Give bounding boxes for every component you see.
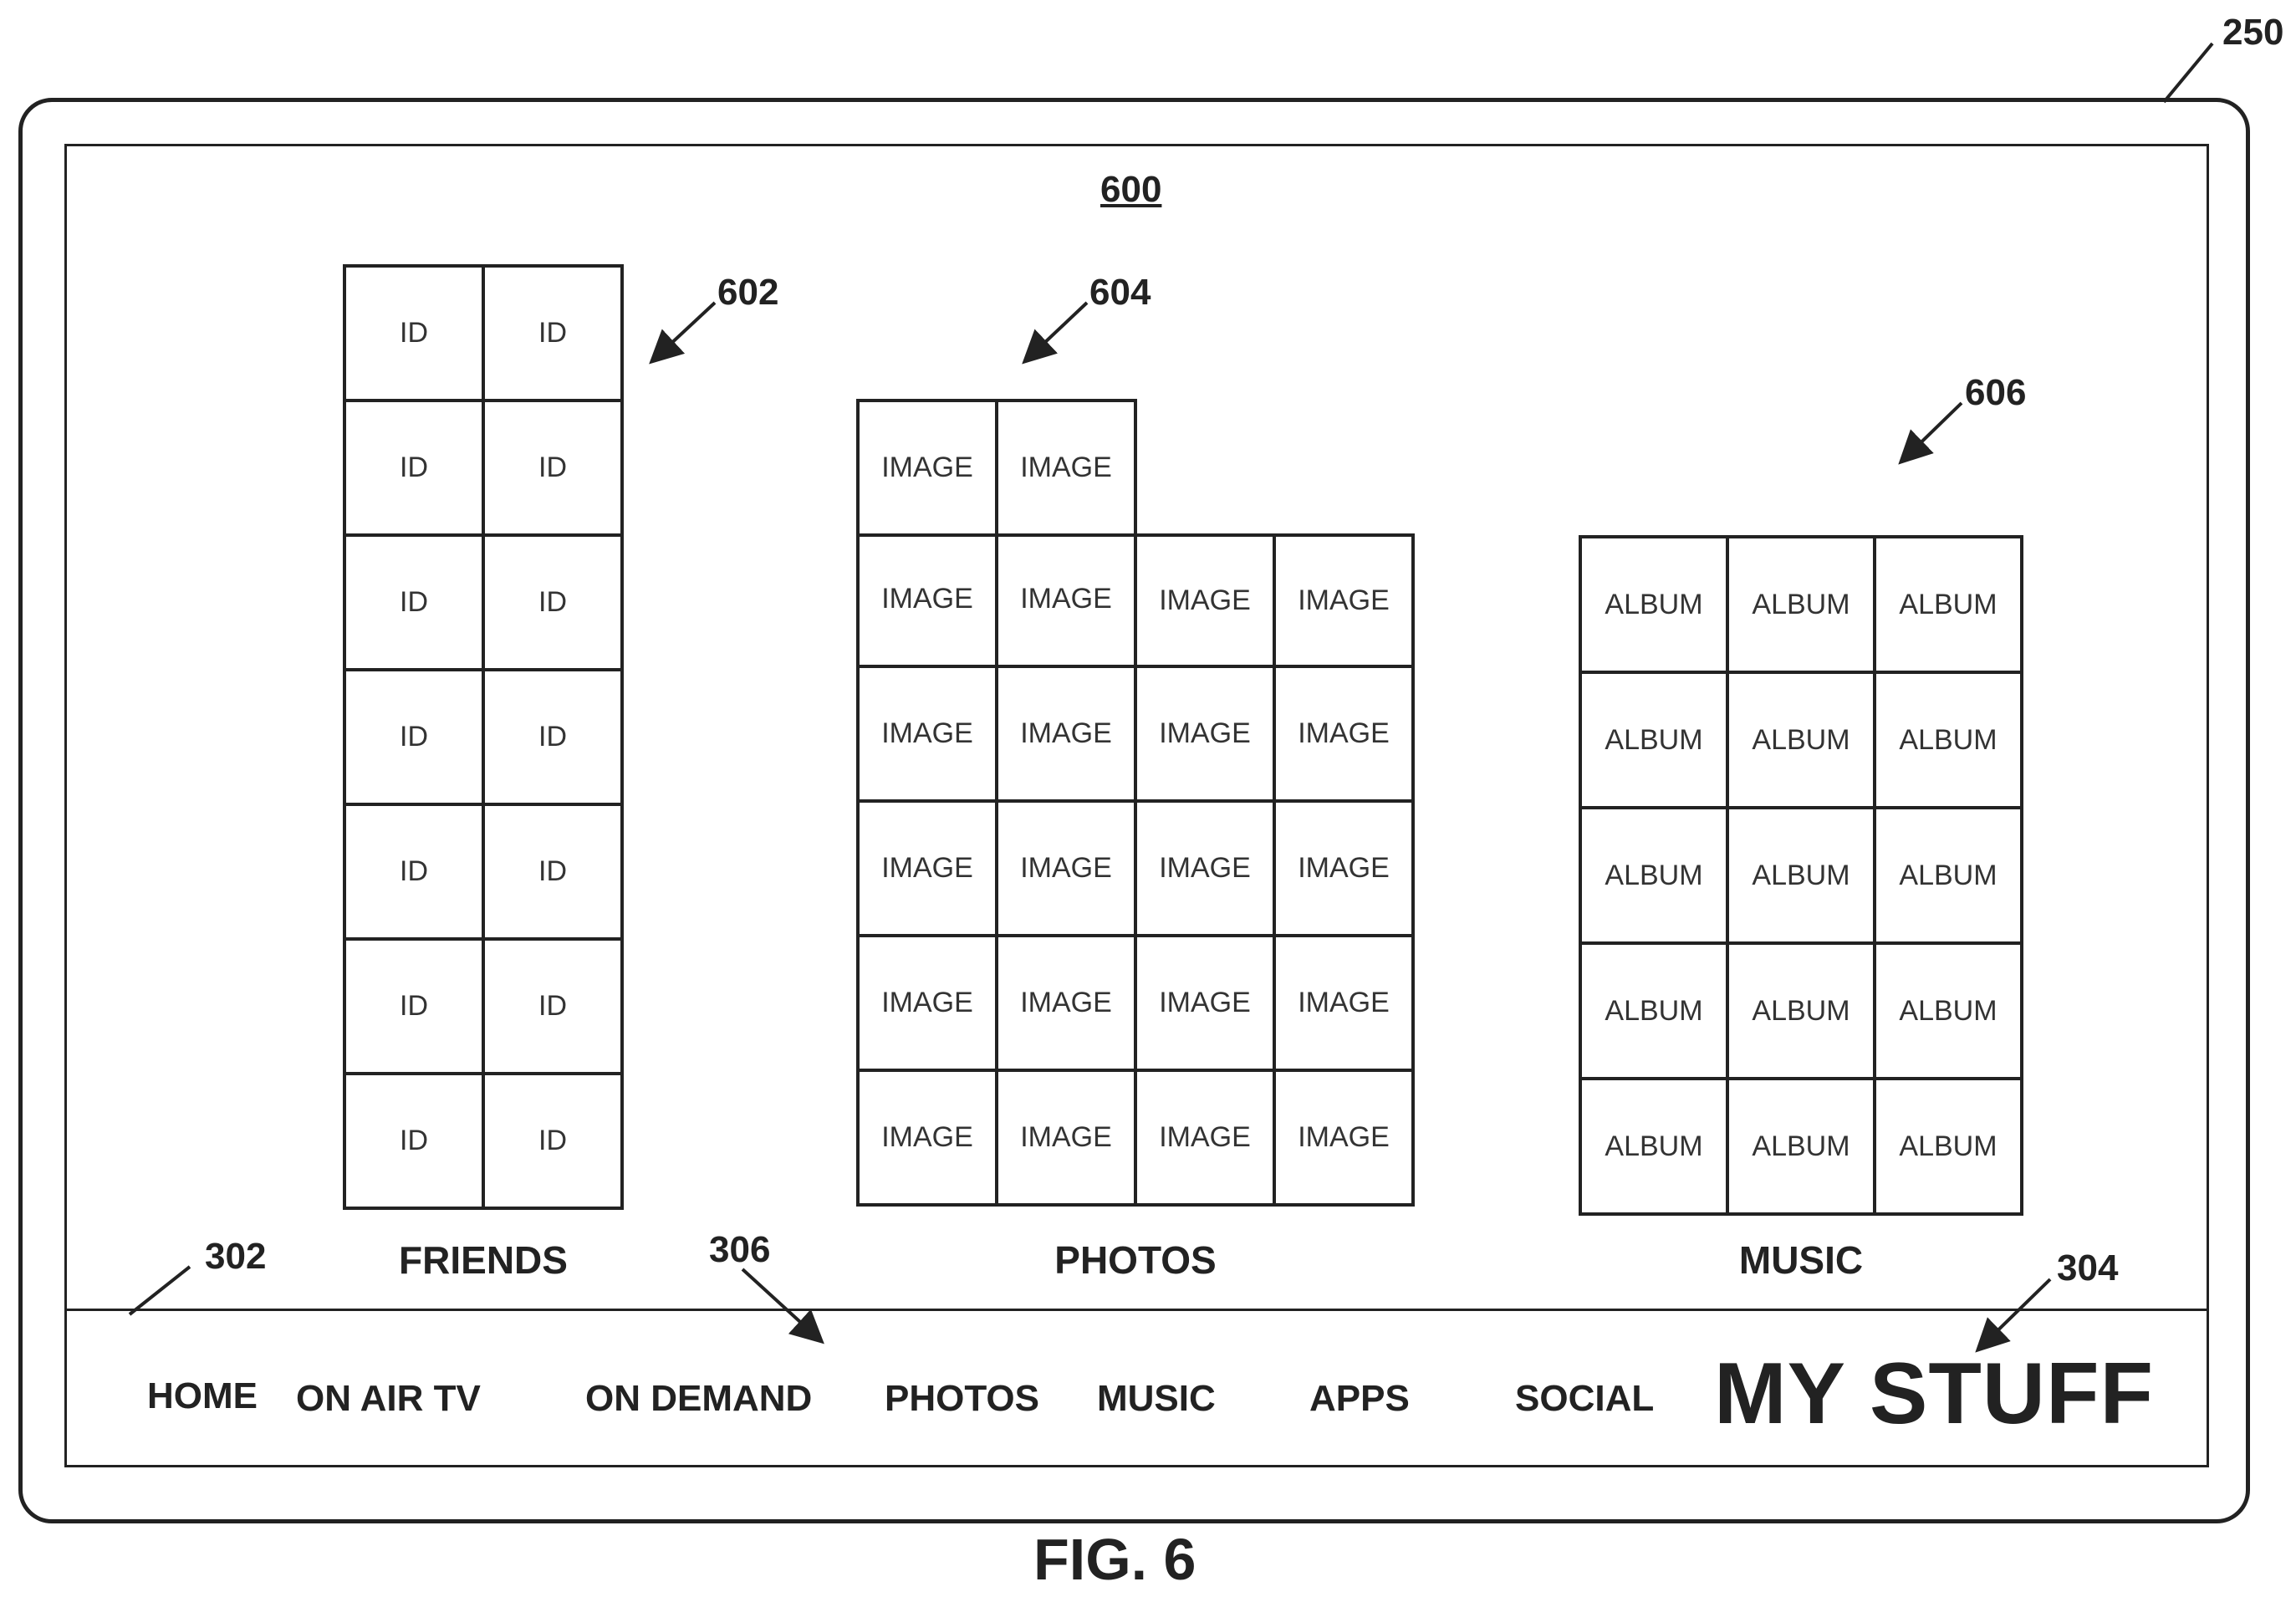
photo-tile[interactable]: IMAGE [998, 533, 1137, 668]
album-tile[interactable]: ALBUM [1876, 538, 2023, 674]
leader-250 [2164, 43, 2212, 102]
arrow-606 [1903, 403, 1962, 460]
music-label: MUSIC [1579, 1237, 2023, 1283]
ref-250: 250 [2222, 12, 2283, 54]
friend-tile[interactable]: ID [485, 1075, 624, 1210]
friend-tile[interactable]: ID [346, 941, 485, 1075]
photo-tile[interactable]: IMAGE [1276, 803, 1415, 937]
nav-home[interactable]: HOME [147, 1375, 258, 1417]
friend-tile[interactable]: ID [485, 402, 624, 537]
album-tile[interactable]: ALBUM [1876, 945, 2023, 1080]
album-tile[interactable]: ALBUM [1876, 1080, 2023, 1216]
figure-caption: FIG. 6 [1033, 1526, 1196, 1593]
photo-tile[interactable]: IMAGE [1276, 1072, 1415, 1207]
album-tile[interactable]: ALBUM [1729, 538, 1876, 674]
ref-604: 604 [1089, 272, 1151, 314]
music-grid: ALBUM ALBUM ALBUM ALBUM ALBUM ALBUM ALBU… [1579, 535, 2023, 1216]
photos-grid: IMAGE IMAGE IMAGE IMAGE IMAGE IMAGE IMAG… [856, 533, 1415, 1207]
leader-302 [130, 1267, 190, 1314]
nav-music[interactable]: MUSIC [1097, 1378, 1216, 1420]
album-tile[interactable]: ALBUM [1582, 1080, 1729, 1216]
nav-on-air-tv[interactable]: ON AIR TV [296, 1378, 481, 1420]
photo-tile[interactable]: IMAGE [860, 402, 998, 537]
ref-600: 600 [1100, 169, 1161, 211]
album-tile[interactable]: ALBUM [1876, 674, 2023, 809]
photo-tile[interactable]: IMAGE [1276, 668, 1415, 803]
album-tile[interactable]: ALBUM [1582, 809, 1729, 945]
nav-apps[interactable]: APPS [1309, 1378, 1410, 1420]
photo-tile[interactable]: IMAGE [1137, 803, 1276, 937]
album-tile[interactable]: ALBUM [1729, 809, 1876, 945]
nav-social[interactable]: SOCIAL [1515, 1378, 1654, 1420]
album-tile[interactable]: ALBUM [1582, 674, 1729, 809]
photo-tile[interactable]: IMAGE [1137, 1072, 1276, 1207]
arrow-602 [654, 303, 715, 360]
photo-tile[interactable]: IMAGE [998, 937, 1137, 1072]
photo-tile[interactable]: IMAGE [998, 803, 1137, 937]
friend-tile[interactable]: ID [485, 268, 624, 402]
nav-on-demand[interactable]: ON DEMAND [585, 1378, 812, 1420]
ref-302: 302 [205, 1236, 266, 1278]
friend-tile[interactable]: ID [346, 806, 485, 941]
photos-grid-top-row: IMAGE IMAGE [856, 399, 1137, 537]
photo-tile[interactable]: IMAGE [1276, 533, 1415, 668]
ref-602: 602 [717, 272, 778, 314]
photo-tile[interactable]: IMAGE [860, 803, 998, 937]
arrow-604 [1027, 303, 1087, 360]
photo-tile[interactable]: IMAGE [860, 668, 998, 803]
photo-tile[interactable]: IMAGE [860, 1072, 998, 1207]
photo-tile[interactable]: IMAGE [998, 668, 1137, 803]
ref-304: 304 [2057, 1247, 2118, 1289]
photo-tile[interactable]: IMAGE [1137, 668, 1276, 803]
album-tile[interactable]: ALBUM [1582, 538, 1729, 674]
friend-tile[interactable]: ID [346, 671, 485, 806]
photo-tile[interactable]: IMAGE [1137, 937, 1276, 1072]
photo-tile[interactable]: IMAGE [860, 937, 998, 1072]
friends-grid: ID ID ID ID ID ID ID ID ID ID ID ID ID I… [343, 264, 624, 1210]
album-tile[interactable]: ALBUM [1876, 809, 2023, 945]
arrow-306 [742, 1269, 819, 1339]
photo-tile[interactable]: IMAGE [1137, 533, 1276, 668]
arrow-304 [1980, 1279, 2050, 1348]
friend-tile[interactable]: ID [485, 537, 624, 671]
nav-my-stuff-selected[interactable]: MY STUFF [1714, 1344, 2154, 1444]
album-tile[interactable]: ALBUM [1729, 674, 1876, 809]
friends-label: FRIENDS [343, 1237, 624, 1283]
photo-tile[interactable]: IMAGE [998, 1072, 1137, 1207]
photo-tile[interactable]: IMAGE [998, 402, 1137, 537]
ref-606: 606 [1965, 372, 2026, 414]
friend-tile[interactable]: ID [485, 941, 624, 1075]
friend-tile[interactable]: ID [485, 806, 624, 941]
album-tile[interactable]: ALBUM [1729, 945, 1876, 1080]
photo-tile[interactable]: IMAGE [860, 533, 998, 668]
friend-tile[interactable]: ID [346, 268, 485, 402]
album-tile[interactable]: ALBUM [1729, 1080, 1876, 1216]
album-tile[interactable]: ALBUM [1582, 945, 1729, 1080]
ref-306: 306 [709, 1229, 770, 1271]
photos-label: PHOTOS [856, 1237, 1415, 1283]
friend-tile[interactable]: ID [346, 1075, 485, 1210]
photo-tile[interactable]: IMAGE [1276, 937, 1415, 1072]
friend-tile[interactable]: ID [485, 671, 624, 806]
nav-photos[interactable]: PHOTOS [885, 1378, 1039, 1420]
friend-tile[interactable]: ID [346, 402, 485, 537]
friend-tile[interactable]: ID [346, 537, 485, 671]
